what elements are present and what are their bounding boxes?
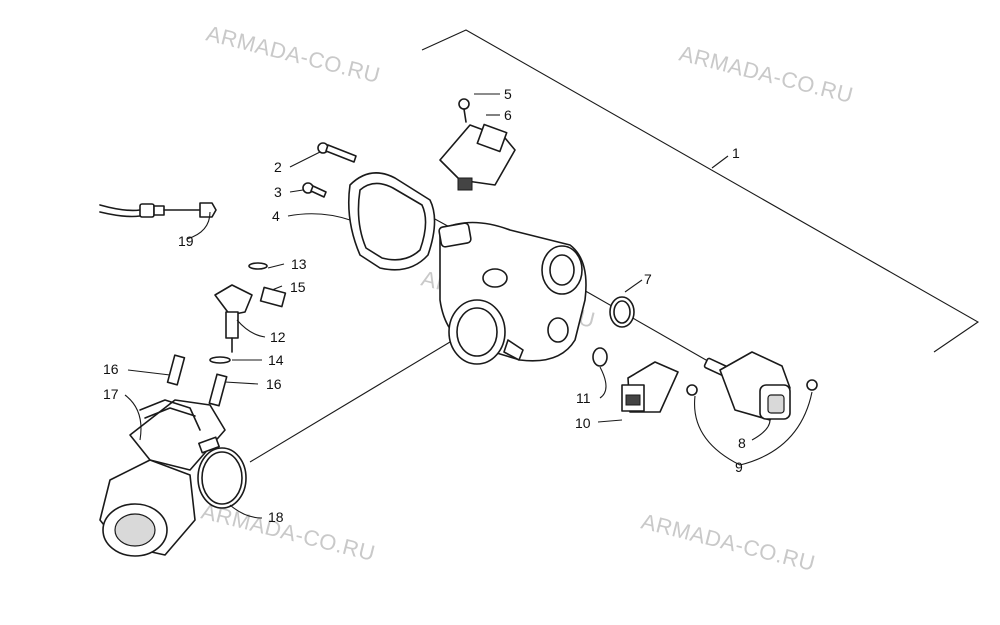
- throttle-cable: [99, 202, 217, 218]
- throttle-cover-gasket: [347, 172, 436, 271]
- hose-clamp: [197, 436, 247, 509]
- o-ring-small: [592, 347, 608, 367]
- callout-1: 1: [732, 145, 740, 161]
- callout-10: 10: [575, 415, 591, 431]
- callout-11: 11: [576, 390, 591, 406]
- callout-2: 2: [274, 159, 282, 175]
- throttle-body: [438, 221, 587, 365]
- callout-18: 18: [268, 509, 284, 525]
- watermark: ARMADA-CO.RU: [204, 21, 383, 88]
- idle-air-control-valve: [686, 351, 818, 421]
- callout-13: 13: [291, 256, 307, 272]
- air-temp-sensor: [621, 361, 679, 413]
- assembly-bracket: [421, 29, 980, 353]
- callout-14: 14: [268, 352, 284, 368]
- callout-17: 17: [103, 386, 119, 402]
- callout-9: 9: [735, 459, 743, 475]
- screws-left: [302, 142, 357, 198]
- callout-labels: 1 2 3 4 5 6 7 8 9 10 11 12 13 14 15 16 1…: [103, 86, 746, 525]
- leader-lines: [124, 93, 813, 519]
- callout-7: 7: [644, 271, 652, 287]
- throttle-position-sensor: [439, 98, 516, 191]
- callout-15: 15: [290, 279, 306, 295]
- o-ring-large: [609, 296, 635, 328]
- callout-6: 6: [504, 107, 512, 123]
- mounting-bolts: [166, 354, 228, 407]
- watermark: ARMADA-CO.RU: [639, 509, 818, 576]
- callout-12: 12: [270, 329, 286, 345]
- watermark: ARMADA-CO.RU: [199, 499, 378, 566]
- callout-5: 5: [504, 86, 512, 102]
- callout-3: 3: [274, 184, 282, 200]
- callout-16: 16: [103, 361, 119, 377]
- watermark: ARMADA-CO.RU: [677, 41, 856, 108]
- callout-4: 4: [272, 208, 280, 224]
- callout-19: 19: [178, 233, 194, 249]
- callout-8: 8: [738, 435, 746, 451]
- intake-manifold: [99, 399, 226, 557]
- callout-16b: 16: [266, 376, 282, 392]
- fuel-injector: [209, 262, 287, 364]
